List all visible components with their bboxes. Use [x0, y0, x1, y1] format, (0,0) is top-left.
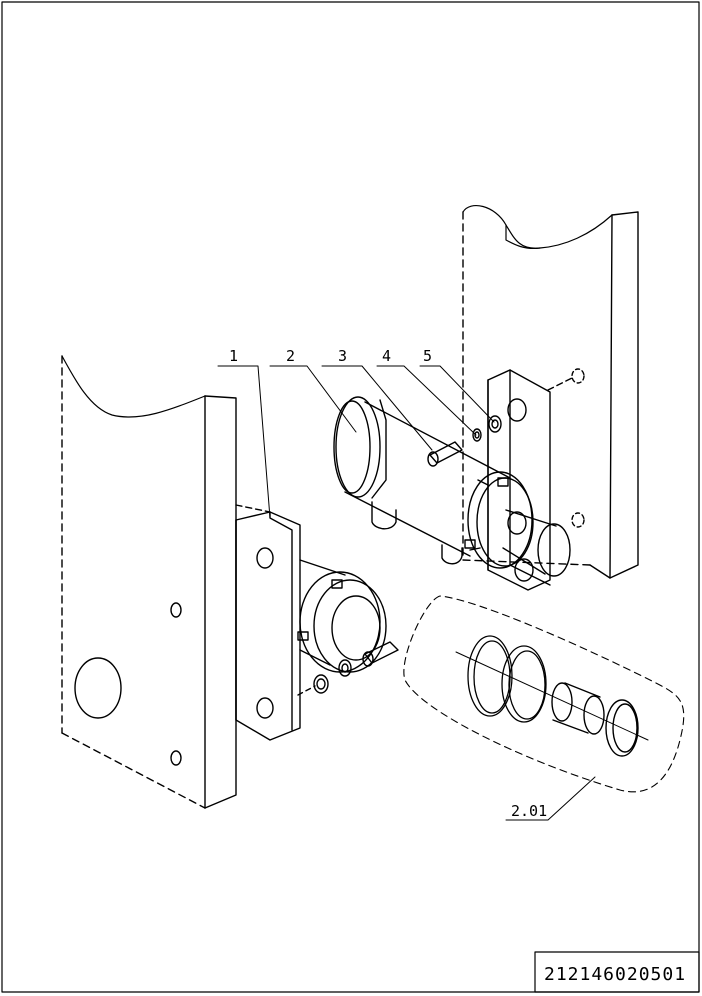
- callout-1: 1: [229, 347, 238, 365]
- callout-labels: 1 2 3 4 5 2.01: [229, 347, 547, 820]
- cylinder-bolt: [427, 441, 463, 467]
- callout-4: 4: [382, 347, 391, 365]
- cylinder-body: [333, 396, 571, 577]
- callout-2-01: 2.01: [511, 802, 547, 820]
- part-number: 212146020501: [544, 964, 686, 985]
- washers-4-5: [472, 415, 502, 442]
- callout-5: 5: [423, 347, 432, 365]
- seal-kit-detail: [403, 595, 685, 793]
- left-frame-beam: [61, 355, 237, 809]
- callout-leaders: [217, 365, 596, 821]
- callout-3: 3: [338, 347, 347, 365]
- left-bolt-washers: [297, 641, 399, 696]
- callout-2: 2: [286, 347, 295, 365]
- left-mounting-block: [235, 504, 387, 741]
- part-number-box: 212146020501: [534, 951, 700, 993]
- right-mounting-plate: [487, 369, 551, 591]
